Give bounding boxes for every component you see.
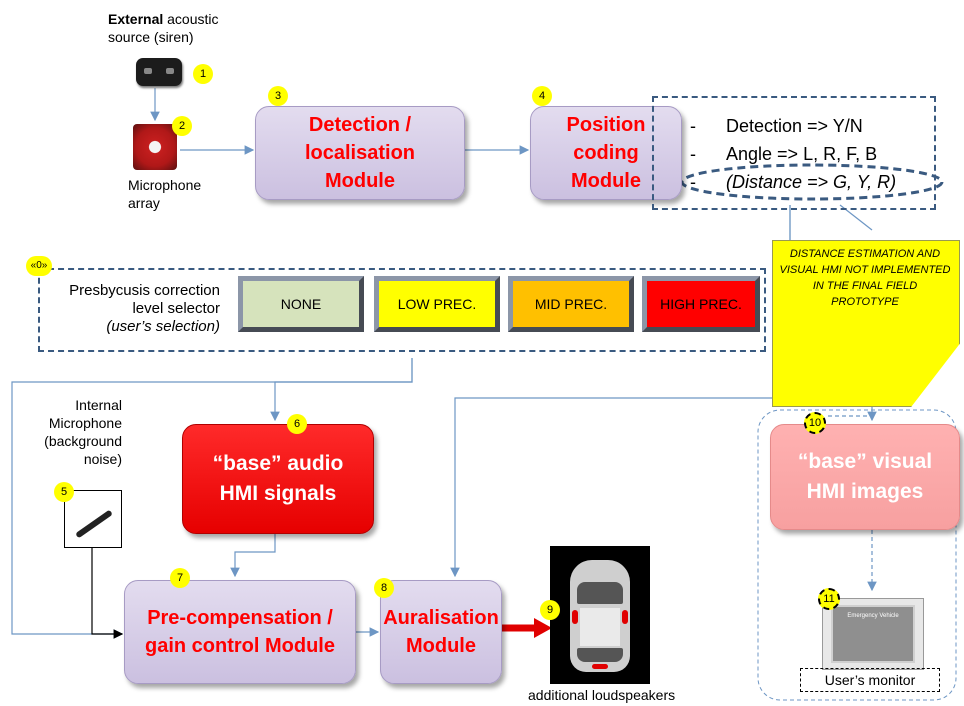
- visual-hmi-group: [757, 409, 957, 701]
- position-coding-module: Position coding Module: [530, 106, 682, 200]
- selector-option-high[interactable]: HIGH PREC.: [642, 276, 760, 332]
- note-text: DISTANCE ESTIMATION AND VISUAL HMI NOT I…: [779, 248, 951, 308]
- badge-1: 1: [193, 64, 213, 84]
- badge-5: 5: [54, 482, 74, 502]
- source-label-line2: source (siren): [108, 29, 194, 45]
- coding-outputs-list: -Detection => Y/N -Angle => L, R, F, B -…: [690, 112, 896, 196]
- badge-0: «0»: [26, 256, 52, 276]
- badge-9: 9: [540, 600, 560, 620]
- selector-to-precomp-arrow: [11, 358, 413, 639]
- mic-to-precomp-arrow: [91, 548, 124, 639]
- badge-7: 7: [170, 568, 190, 588]
- microphone-array-image: [133, 124, 177, 170]
- auralisation-module: Auralisation Module: [380, 580, 502, 684]
- source-label-rest: acoustic: [163, 11, 219, 27]
- badge-10: 10: [804, 412, 826, 434]
- badge-2: 2: [172, 116, 192, 136]
- audio-to-precomp-arrow: [230, 534, 276, 578]
- loudspeakers-label: additional loudspeakers: [528, 687, 676, 703]
- monitor-screen-text: Emergency Vehicle: [847, 613, 899, 619]
- monitor-image: Emergency Vehicle: [822, 598, 924, 670]
- mic-array-label: Microphone array: [128, 177, 202, 211]
- selector-label: Presbycusis correction level selector (u…: [69, 282, 220, 335]
- distance-highlight-oval: [680, 163, 944, 201]
- output-angle: -Angle => L, R, F, B: [690, 144, 878, 164]
- selector-to-audio-arrow: [270, 358, 413, 422]
- monitor-label: User’s monitor: [800, 668, 940, 692]
- selector-option-none[interactable]: NONE: [238, 276, 364, 332]
- output-distance: -(Distance => G, Y, R): [690, 172, 897, 192]
- internal-microphone-image: [64, 490, 122, 548]
- badge-4: 4: [532, 86, 552, 106]
- note-sticky: [772, 240, 960, 407]
- coding-outputs-box: [652, 96, 936, 210]
- car-loudspeaker-image: [550, 546, 650, 684]
- base-visual-hmi-module: “base” visual HMI images: [770, 424, 960, 530]
- internal-mic-label: Internal Microphone (background noise): [44, 397, 122, 467]
- position-to-auralisation-arrow: [450, 205, 791, 578]
- badge-6: 6: [287, 414, 307, 434]
- base-audio-hmi-module: “base” audio HMI signals: [182, 424, 374, 534]
- siren-image: [136, 58, 182, 86]
- badge-3: 3: [268, 86, 288, 106]
- badge-8: 8: [374, 578, 394, 598]
- selector-option-mid[interactable]: MID PREC.: [508, 276, 634, 332]
- output-detection: -Detection => Y/N: [690, 116, 863, 136]
- precompensation-module: Pre-compensation / gain control Module: [124, 580, 356, 684]
- source-label: External acoustic source (siren): [108, 10, 248, 46]
- presbycusis-selector-box: [38, 268, 766, 352]
- detection-localisation-module: Detection / localisation Module: [255, 106, 465, 200]
- source-label-bold: External: [108, 11, 164, 27]
- badge-11: 11: [818, 588, 840, 610]
- selector-option-low[interactable]: LOW PREC.: [374, 276, 500, 332]
